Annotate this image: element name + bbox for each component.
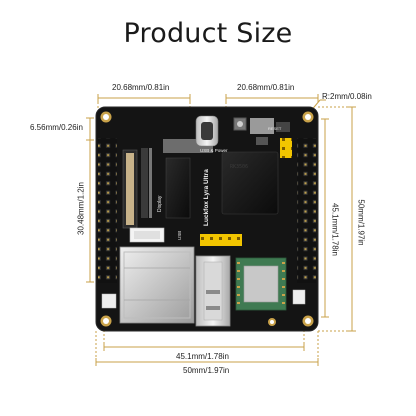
usb-c-connector [195, 115, 219, 147]
dim-inner-width: 45.1mm/1.78in [176, 352, 229, 361]
jtag-header [280, 138, 292, 158]
jst-connector [129, 227, 165, 243]
boot-header [200, 234, 242, 246]
label-product-name: Luckfox Lyra Ultra [203, 169, 210, 226]
pcb-board: RK3506 [95, 106, 319, 332]
dim-left-height: 30.48mm/1.2in [76, 182, 86, 235]
dim-outer-height: 50mm/1.97in [356, 199, 366, 246]
memory-chip [165, 157, 191, 219]
dim-inner-height: 45.1mm/1.78in [330, 203, 340, 256]
dim-outer-width: 50mm/1.97in [183, 366, 230, 375]
right-pin-header [297, 138, 316, 283]
wifi-module [235, 257, 287, 311]
left-pin-header [98, 138, 117, 283]
dim-top-right-width: 20.68mm/0.81in [237, 83, 295, 92]
dim-left-offset: 6.56mm/0.26in [30, 123, 83, 132]
label-usb-power: USB & Power [200, 148, 228, 153]
dim-top-left-width: 20.68mm/0.81in [112, 83, 170, 92]
usb-a-connector [195, 255, 231, 327]
rj45-connector [119, 246, 195, 324]
soc-chip [221, 151, 279, 215]
label-usb: USB [177, 231, 182, 240]
label-reset: RESET [268, 126, 282, 131]
svg-text:RK3506: RK3506 [230, 164, 248, 170]
dimension-lines [86, 94, 356, 366]
display-connector [122, 149, 138, 229]
dim-corner-radius: R:2mm/0.08in [322, 92, 372, 101]
label-display: Display [157, 195, 163, 212]
page-title: Product Size [123, 18, 293, 49]
mounting-holes [100, 111, 314, 327]
